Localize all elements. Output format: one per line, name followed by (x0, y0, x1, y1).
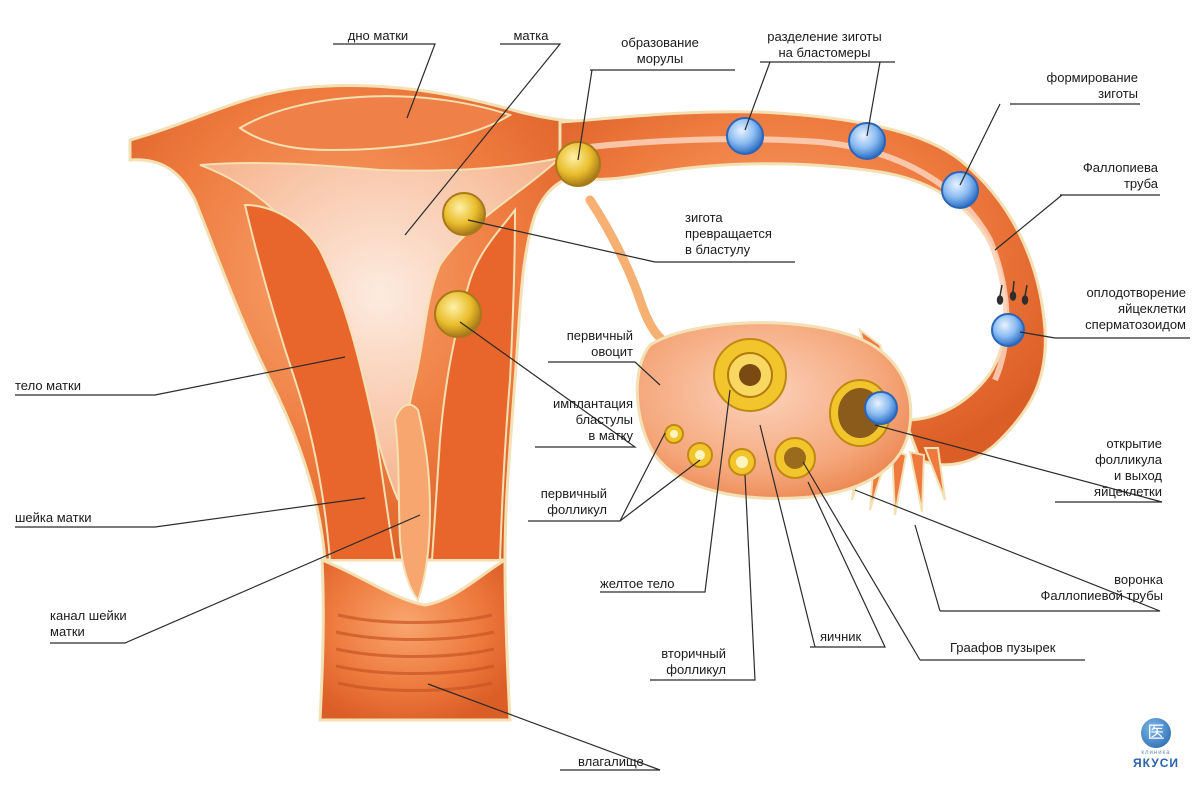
label-tube-infundibulum: воронка Фаллопиевой трубы (1000, 572, 1163, 604)
label-morula-line2: морулы (636, 51, 684, 66)
label-zygote-line3: в бластулу (685, 242, 751, 257)
label-zygote-to-blastula: зигота превращается в бластулу (685, 210, 805, 258)
label-uterus: матка (513, 28, 549, 43)
label-fertilization-line2: яйцеклетки (1118, 301, 1186, 316)
ovarian-ligament (585, 195, 675, 350)
label-morula-formation: образование морулы (600, 35, 720, 67)
vaginal-rugae (335, 613, 495, 692)
label-follicle-opening: открытие фолликула и выход яйцеклетки (1050, 436, 1162, 500)
label-implantation-line1: имплантация (552, 396, 633, 411)
label-fallopian-tube: Фаллопиева труба (1040, 160, 1158, 192)
fertilized-egg (991, 313, 1025, 347)
label-infundibulum-line1: воронка (1114, 572, 1163, 587)
clinic-logo-subtitle: клиника (1141, 750, 1171, 756)
label-secondary-line2: фолликул (666, 662, 726, 677)
label-morula-line1: образование (621, 35, 699, 50)
clinic-logo: 医 клиника ЯКУСИ (1126, 718, 1186, 770)
label-primary-follicle: первичный фолликул (515, 486, 607, 518)
label-implantation-line2: бластулы (575, 412, 633, 427)
label-fertilization: оплодотворение яйцеклетки сперматозоидом (1050, 285, 1186, 333)
clinic-logo-icon: 医 (1141, 718, 1171, 748)
label-corpus-luteum: желтое тело (600, 576, 675, 591)
label-secondary-line1: вторичный (661, 646, 726, 661)
corpus-luteum (713, 338, 787, 412)
label-vagina: влагалище (578, 754, 644, 769)
label-cervix: шейка матки (15, 510, 92, 525)
secondary-follicle (774, 437, 816, 479)
fundus-area (238, 95, 513, 152)
label-division-line1: разделение зиготы (767, 29, 882, 44)
label-opening-line4: яйцеклетки (1094, 484, 1162, 499)
label-oocyte-line2: овоцит (591, 344, 633, 359)
label-uterine-body: тело матки (15, 378, 81, 393)
label-zygote-formation: формирование зиготы (1010, 70, 1138, 102)
label-fallopian-line2: труба (1123, 176, 1158, 191)
label-zygote-line1: зигота (685, 210, 723, 225)
leader-lines (15, 43, 1190, 771)
cervical-canal (393, 403, 432, 603)
label-opening-line1: открытие (1106, 436, 1162, 451)
label-division-line2: на бластомеры (778, 45, 871, 60)
label-fertilization-line1: оплодотворение (1086, 285, 1186, 300)
label-fallopian-line1: Фаллопиева (1082, 160, 1158, 175)
sperm-cells (996, 280, 1029, 305)
label-fundus: дно матки (347, 28, 409, 43)
clinic-logo-name: ЯКУСИ (1132, 756, 1179, 770)
implanting-blastula (434, 290, 482, 338)
label-oocyte-line1: первичный (566, 328, 633, 343)
label-graafian-follicle: Граафов пузырек (950, 640, 1056, 655)
myometrium-left (243, 203, 397, 561)
zygote (941, 171, 979, 209)
label-primary-oocyte: первичный овоцит (535, 328, 633, 360)
label-opening-line3: и выход (1113, 468, 1162, 483)
label-zygote-division: разделение зиготы на бластомеры (752, 29, 897, 61)
label-cervical-canal: канал шейки матки (50, 608, 160, 640)
blastula (442, 192, 486, 236)
label-infundibulum-line2: Фаллопиевой трубы (1040, 588, 1163, 603)
blastomere-cell-1 (726, 117, 764, 155)
label-secondary-follicle: вторичный фолликул (640, 646, 726, 678)
label-primary-follicle-line1: первичный (540, 486, 607, 501)
released-egg (864, 391, 898, 425)
label-zygote-formation-line1: формирование (1046, 70, 1138, 85)
label-canal-line1: канал шейки (50, 608, 127, 623)
label-opening-line2: фолликула (1095, 452, 1162, 467)
tube-lumen (579, 136, 1010, 382)
label-ovary: яичник (820, 629, 862, 644)
primary-follicles (664, 424, 756, 476)
blastomere-cell-2 (848, 122, 886, 160)
myometrium-right (430, 207, 517, 561)
label-zygote-line2: превращается (685, 226, 772, 241)
label-canal-line2: матки (50, 624, 85, 639)
label-fertilization-line3: сперматозоидом (1085, 317, 1186, 332)
gold-blastula-cells (434, 141, 601, 338)
ovary (585, 195, 913, 500)
blue-zygote-cells (726, 117, 1029, 425)
label-implantation-line3: в матку (588, 428, 633, 443)
morula (555, 141, 601, 187)
label-implantation: имплантация бластулы в матку (520, 396, 633, 444)
label-primary-follicle-line2: фолликул (547, 502, 607, 517)
label-zygote-formation-line2: зиготы (1098, 86, 1138, 101)
